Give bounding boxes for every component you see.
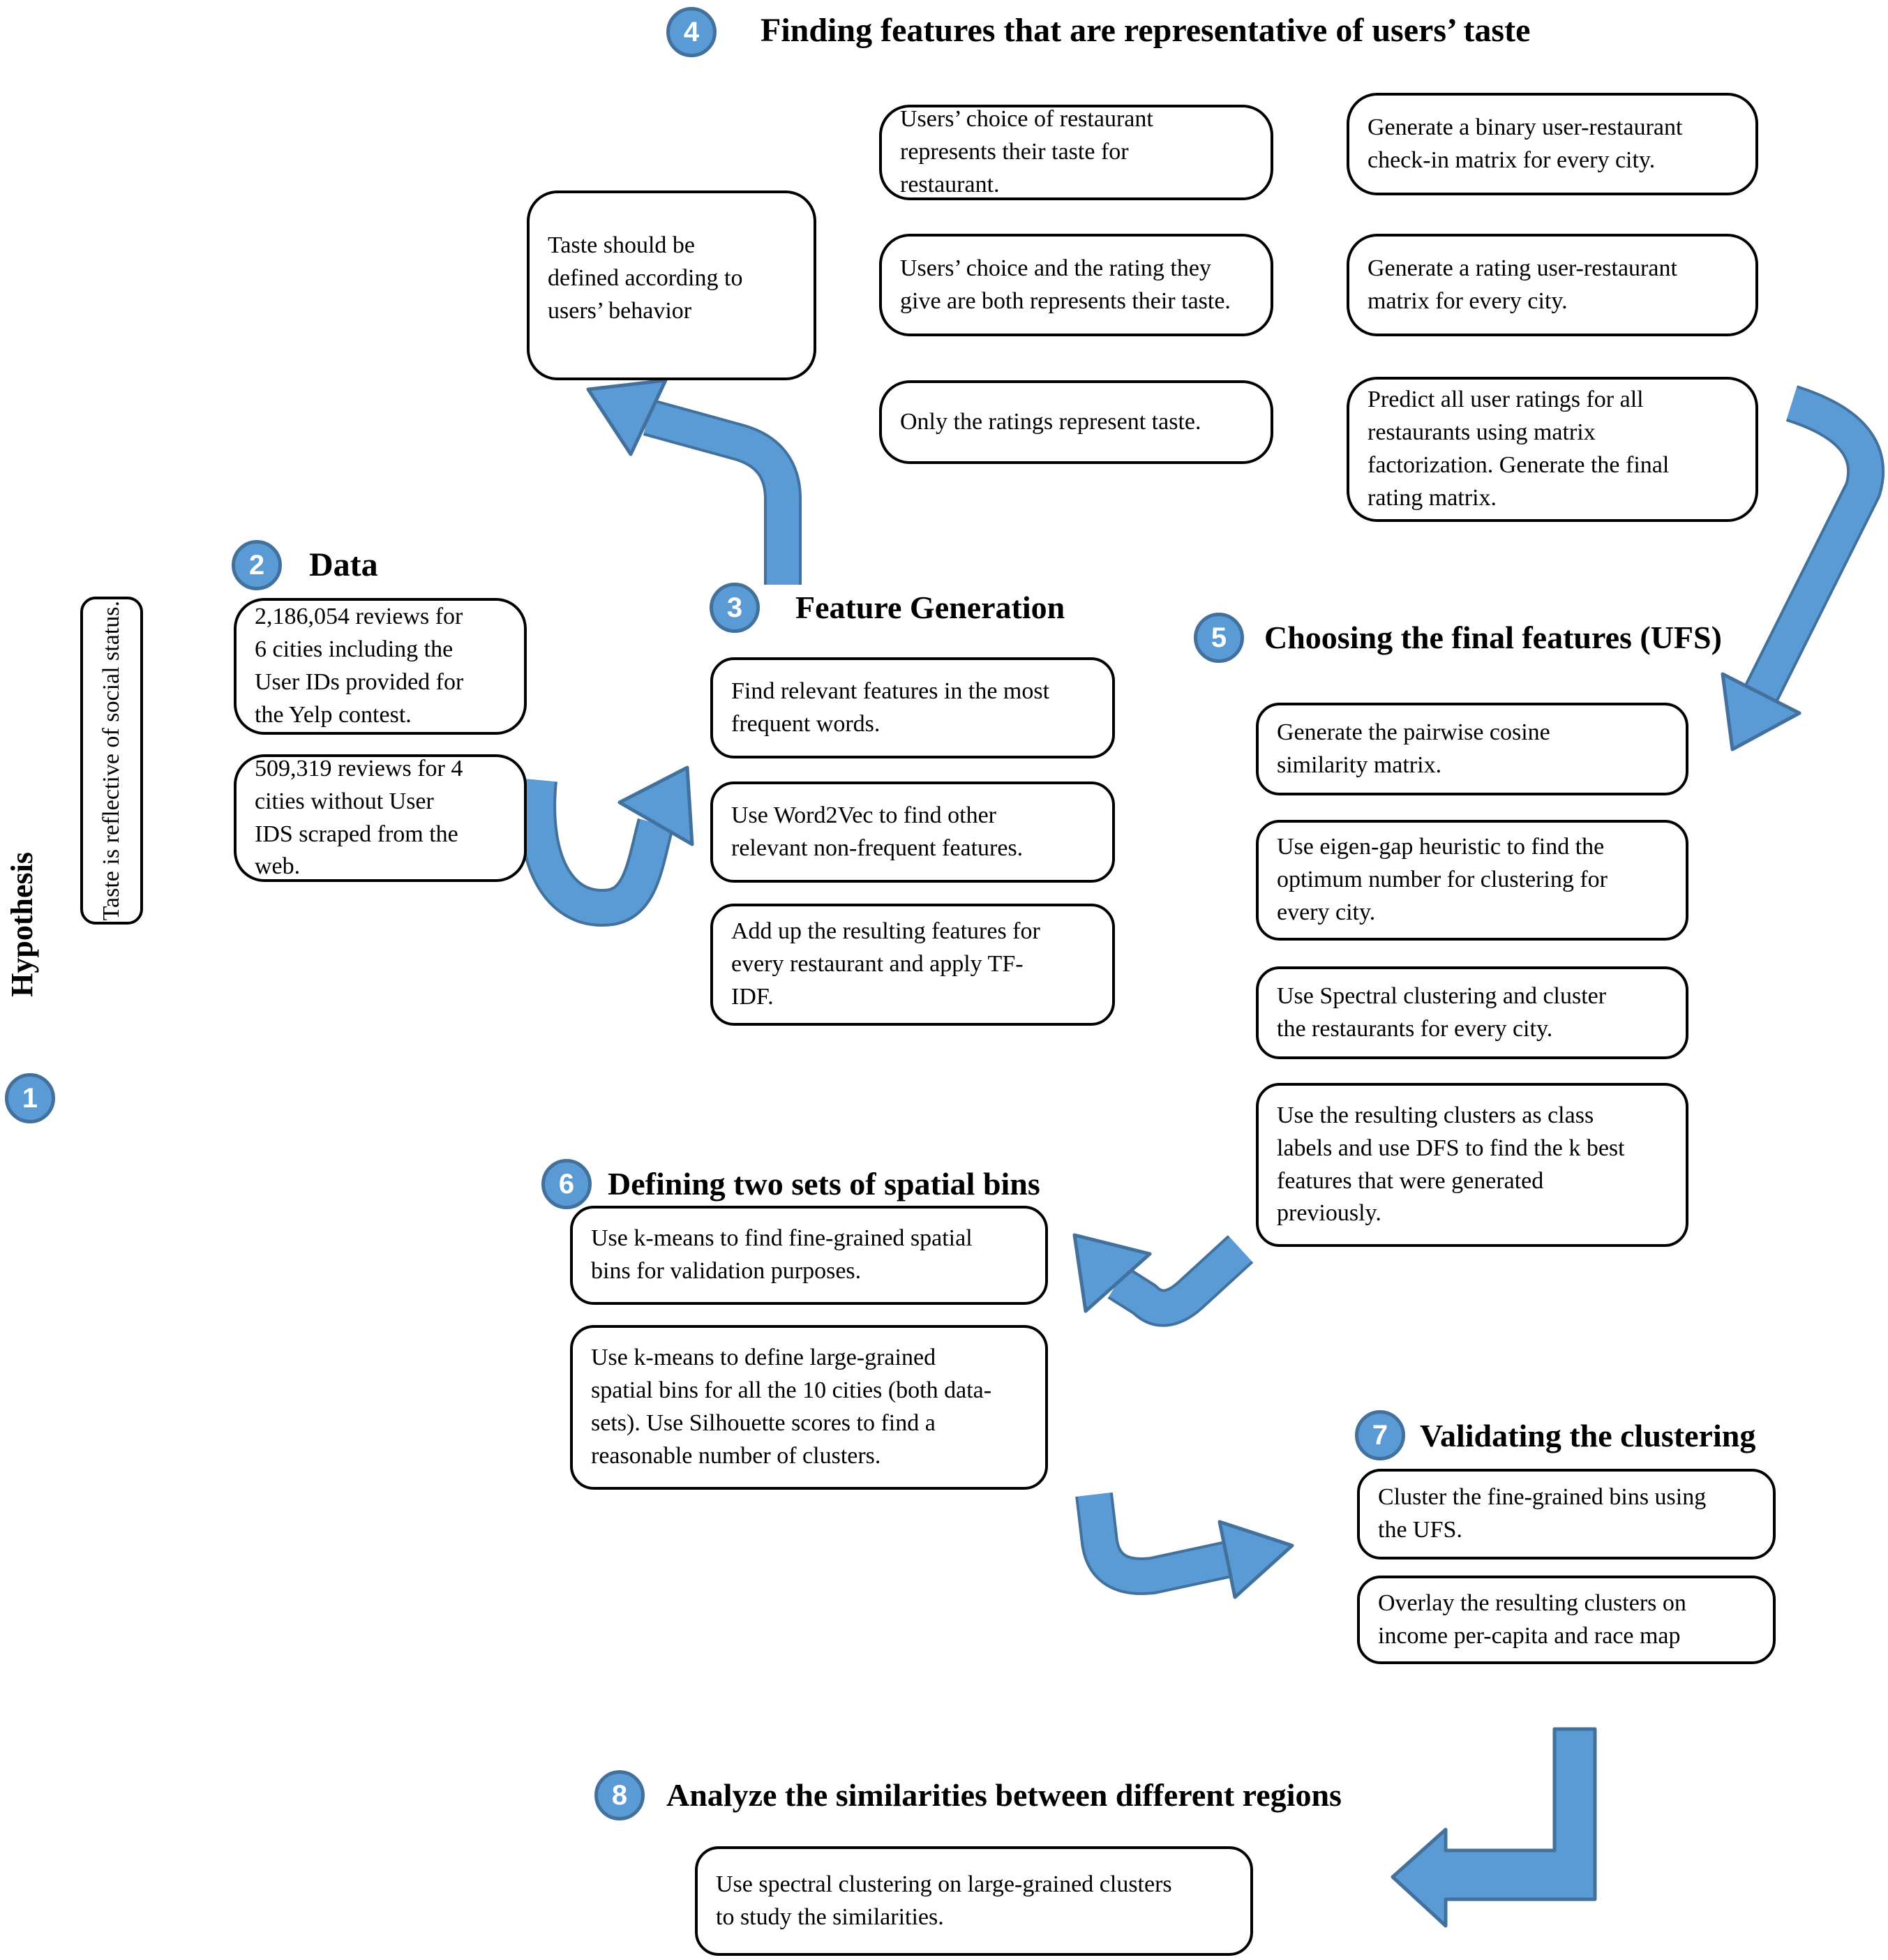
box-matrix-factorization: Predict all user ratings for all restaur… (1347, 377, 1758, 522)
box-cluster-fine-bins: Cluster the fine-grained bins using the … (1357, 1469, 1776, 1559)
arrow-rating-matrix-to-ufs (1721, 385, 1885, 751)
step-number: 7 (1372, 1419, 1388, 1451)
box-text: 2,186,054 reviews for 6 cities including… (255, 604, 464, 728)
box-cosine-similarity: Generate the pairwise cosine similarity … (1256, 703, 1688, 795)
step-badge-2: 2 (232, 540, 282, 590)
box-text: Taste is reflective of social status. (98, 600, 124, 921)
box-text: Use the resulting clusters as class labe… (1277, 1102, 1625, 1227)
box-taste-behavior-note: Taste should be defined according to use… (527, 190, 816, 380)
box-binary-checkin-matrix: Generate a binary user-restaurant check-… (1347, 93, 1758, 195)
box-text: Generate a binary user-restaurant check-… (1368, 114, 1683, 173)
box-text: Users’ choice and the rating they give a… (900, 255, 1231, 314)
box-text: 509,319 reviews for 4 cities without Use… (255, 755, 463, 880)
box-eigen-gap: Use eigen-gap heuristic to find the opti… (1256, 820, 1688, 941)
step-badge-5: 5 (1194, 613, 1244, 663)
box-overlay-income-race: Overlay the resulting clusters on income… (1357, 1576, 1776, 1664)
section-title-spatial-bins: Defining two sets of spatial bins (608, 1166, 1040, 1202)
arrow-validation-to-analysis (1391, 1727, 1597, 1928)
step-badge-6: 6 (541, 1159, 592, 1209)
step-badge-4: 4 (666, 7, 717, 57)
step-number: 1 (22, 1082, 38, 1114)
step-badge-8: 8 (594, 1770, 645, 1820)
step-number: 2 (248, 549, 265, 581)
box-text: Cluster the fine-grained bins using the … (1378, 1484, 1707, 1543)
box-spectral-clustering: Use Spectral clustering and cluster the … (1256, 966, 1688, 1059)
hypothesis-text: Hypothesis (4, 852, 39, 997)
box-text: Use spectral clustering on large-grained… (716, 1871, 1172, 1930)
box-scraped-reviews: 509,319 reviews for 4 cities without Use… (234, 754, 527, 882)
box-text: Use eigen-gap heuristic to find the opti… (1277, 834, 1608, 925)
box-rating-matrix: Generate a rating user-restaurant matrix… (1347, 234, 1758, 336)
box-spectral-large-grained: Use spectral clustering on large-grained… (695, 1846, 1253, 1956)
step-number: 4 (683, 16, 700, 47)
box-text: Generate a rating user-restaurant matrix… (1368, 255, 1677, 314)
box-text: Users’ choice of restaurant represents t… (900, 106, 1153, 197)
box-text: Generate the pairwise cosine similarity … (1277, 719, 1550, 778)
section-title-data: Data (309, 546, 378, 583)
box-text: Add up the resulting features for every … (731, 918, 1040, 1010)
box-large-grained-bins: Use k-means to define large-grained spat… (570, 1325, 1048, 1490)
box-yelp-reviews: 2,186,054 reviews for 6 cities including… (234, 598, 527, 735)
arrow-ufs-to-spatial-bins (1072, 1233, 1254, 1327)
box-fine-grained-bins: Use k-means to find fine-grained spatial… (570, 1206, 1048, 1305)
step-number: 8 (611, 1779, 628, 1811)
step-badge-3: 3 (710, 583, 760, 633)
step-number: 5 (1211, 622, 1227, 653)
box-choice-and-rating: Users’ choice and the rating they give a… (879, 234, 1273, 336)
section-title-feature-generation: Feature Generation (795, 590, 1065, 625)
step-badge-7: 7 (1355, 1410, 1405, 1460)
box-text: Find relevant features in the most frequ… (731, 678, 1050, 737)
section-title-hypothesis: Hypothesis (0, 852, 43, 997)
box-text: Use Word2Vec to find other relevant non-… (731, 802, 1024, 861)
box-text: Taste should be defined according to use… (548, 232, 743, 324)
box-dfs-best-features: Use the resulting clusters as class labe… (1256, 1083, 1688, 1247)
box-text: Use k-means to find fine-grained spatial… (591, 1225, 973, 1284)
step-badge-1: 1 (5, 1073, 55, 1123)
box-choice-represents-taste: Users’ choice of restaurant represents t… (879, 105, 1273, 200)
box-only-ratings: Only the ratings represent taste. (879, 380, 1273, 464)
section-title-finding-features: Finding features that are representative… (761, 12, 1531, 49)
section-title-analyze-similarities: Analyze the similarities between differe… (666, 1777, 1342, 1813)
arrow-data-to-feature-generation (518, 765, 694, 927)
box-frequent-words: Find relevant features in the most frequ… (710, 657, 1115, 758)
box-text: Predict all user ratings for all restaur… (1368, 387, 1670, 511)
arrow-feature-generation-to-taste-note (586, 378, 802, 585)
arrow-spatial-bins-to-validation (1075, 1492, 1294, 1599)
box-text: Overlay the resulting clusters on income… (1378, 1589, 1686, 1649)
box-text: Only the ratings represent taste. (900, 408, 1201, 435)
box-hypothesis-note: Taste is reflective of social status. (80, 597, 143, 925)
step-number: 3 (726, 592, 743, 623)
section-title-choosing-final-features: Choosing the final features (UFS) (1264, 620, 1722, 655)
box-word2vec: Use Word2Vec to find other relevant non-… (710, 781, 1115, 883)
step-number: 6 (558, 1168, 575, 1199)
section-title-validating-clustering: Validating the clustering (1420, 1418, 1756, 1453)
box-tfidf: Add up the resulting features for every … (710, 904, 1115, 1026)
box-text: Use Spectral clustering and cluster the … (1277, 982, 1607, 1042)
box-text: Use k-means to define large-grained spat… (591, 1345, 992, 1469)
